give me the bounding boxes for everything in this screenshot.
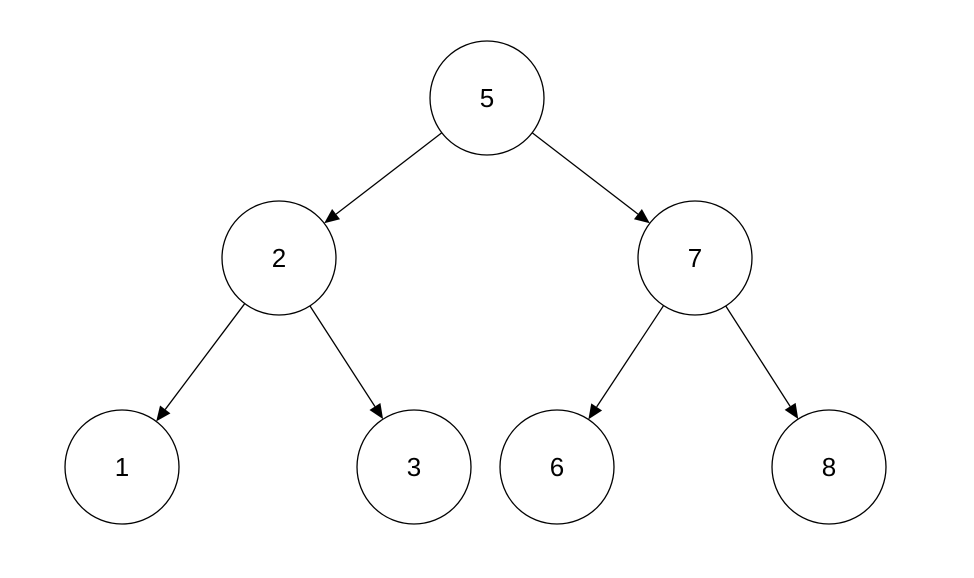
node-circle (64, 409, 180, 525)
edge-line (725, 305, 791, 407)
edge-line (531, 132, 639, 215)
tree-node-3: 3 (356, 409, 472, 525)
edge-n7-n6 (588, 305, 665, 420)
node-label: 5 (480, 83, 494, 113)
edge-line (596, 305, 665, 408)
node-label: 2 (272, 243, 286, 273)
tree-node-2: 2 (221, 200, 337, 316)
node-label: 3 (407, 452, 421, 482)
edge-line (335, 132, 443, 215)
edge-line (164, 303, 246, 410)
node-label: 8 (822, 452, 836, 482)
tree-node-8: 8 (771, 409, 887, 525)
tree-node-6: 6 (499, 409, 615, 525)
nodes-layer: 5 2 7 1 3 6 8 (64, 40, 887, 525)
arrowhead-icon (324, 208, 341, 224)
edge-n2-n3 (309, 305, 384, 420)
tree-node-1: 1 (64, 409, 180, 525)
node-circle (637, 200, 753, 316)
edge-n5-n2 (324, 132, 443, 224)
arrowhead-icon (369, 402, 384, 420)
edge-n5-n7 (531, 132, 650, 224)
node-circle (429, 40, 545, 156)
node-circle (221, 200, 337, 316)
node-label: 7 (688, 243, 702, 273)
tree-node-5: 5 (429, 40, 545, 156)
node-circle (499, 409, 615, 525)
arrowhead-icon (784, 402, 799, 420)
edge-line (309, 305, 376, 407)
node-label: 6 (550, 452, 564, 482)
node-label: 1 (115, 452, 129, 482)
arrowhead-icon (156, 405, 171, 422)
edges-layer (156, 132, 799, 422)
arrowhead-icon (588, 403, 603, 420)
edge-n7-n8 (725, 305, 799, 420)
node-circle (771, 409, 887, 525)
node-circle (356, 409, 472, 525)
arrowhead-icon (633, 208, 650, 224)
edge-n2-n1 (156, 303, 246, 422)
tree-node-7: 7 (637, 200, 753, 316)
